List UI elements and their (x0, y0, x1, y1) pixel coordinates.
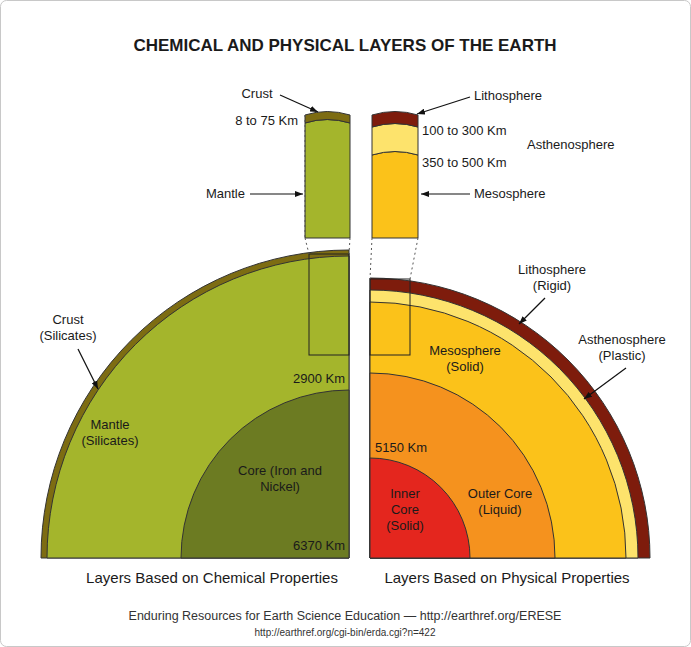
annotation-label: Mantle (206, 186, 245, 202)
projection-line (305, 238, 309, 254)
layer-label: Mesosphere (Solid) (423, 343, 507, 375)
layer-outline (181, 390, 349, 558)
projection-line (349, 238, 350, 254)
earth-layer: Outer Core (Liquid) 5150 Km Inner Core (So… (370, 373, 555, 558)
asthenosphere-ring (370, 290, 638, 558)
asthenosphere-inset (372, 124, 418, 156)
lithosphere-inset (372, 112, 418, 128)
leader-arrow (280, 95, 318, 112)
projection-line (410, 238, 418, 279)
annotation-label: 100 to 300 Km (422, 123, 507, 139)
annotation-label: Layers Based on Physical Properties (384, 569, 629, 587)
layer-label: Outer Core (Liquid) (459, 486, 541, 518)
caption: Enduring Resources for Earth Science Edu… (129, 609, 562, 624)
layer-label: Core (Iron and Nickel) (221, 463, 339, 495)
annotation-label: Asthenosphere (Plastic) (570, 332, 674, 364)
layer-label: 6370 Km (293, 538, 345, 554)
annotation-label: Lithosphere (474, 88, 542, 104)
lithosphere-ring (370, 278, 650, 558)
annotation-label: Lithosphere (Rigid) (506, 262, 598, 294)
annotation-label: Asthenosphere (527, 137, 614, 153)
leader-arrow (250, 193, 303, 194)
annotation-label: http://earthref.org/cgi-bin/erda.cgi?n=4… (255, 627, 436, 639)
layer-outline (370, 373, 555, 558)
crust-inset (305, 112, 350, 124)
layer-label: Mantle (Silicates) (68, 417, 152, 449)
mantle-inset (305, 120, 350, 239)
annotation-label: 350 to 500 Km (422, 155, 507, 171)
layer-shape (370, 458, 470, 558)
annotation-label: 8 to 75 Km (235, 113, 298, 129)
earth-layer: Mantle (Silicates) 2900 Km Core (Iron and … (47, 256, 349, 558)
leader-arrow (519, 298, 545, 324)
layer-outline (370, 458, 470, 558)
zoom-box (309, 254, 349, 355)
earth-layer: Inner Core (Solid) (370, 458, 470, 558)
diagram-title: CHEMICAL AND PHYSICAL LAYERS OF THE EART… (133, 36, 556, 56)
zoom-box (370, 279, 410, 355)
annotation-label: Crust (Silicates) (31, 312, 105, 344)
layer-label: 2900 Km (293, 371, 345, 387)
leader-arrow (584, 368, 626, 399)
mesosphere-inset (372, 152, 418, 239)
crust-ring (41, 250, 349, 558)
leader-arrow (421, 193, 470, 194)
projection-line (305, 115, 306, 238)
annotation-label: Mesosphere (474, 186, 546, 202)
annotation-label: Layers Based on Chemical Properties (86, 569, 338, 587)
earth-layer: Core (Iron and Nickel) 6370 Km (181, 390, 349, 558)
leader-arrow (417, 97, 470, 114)
layer-label: Inner Core (Solid) (380, 486, 430, 534)
projection-line (370, 238, 372, 279)
leader-arrow (78, 349, 98, 389)
annotation-label: Crust (241, 86, 272, 102)
layer-outline (47, 256, 349, 558)
layer-label: 5150 Km (375, 440, 427, 456)
